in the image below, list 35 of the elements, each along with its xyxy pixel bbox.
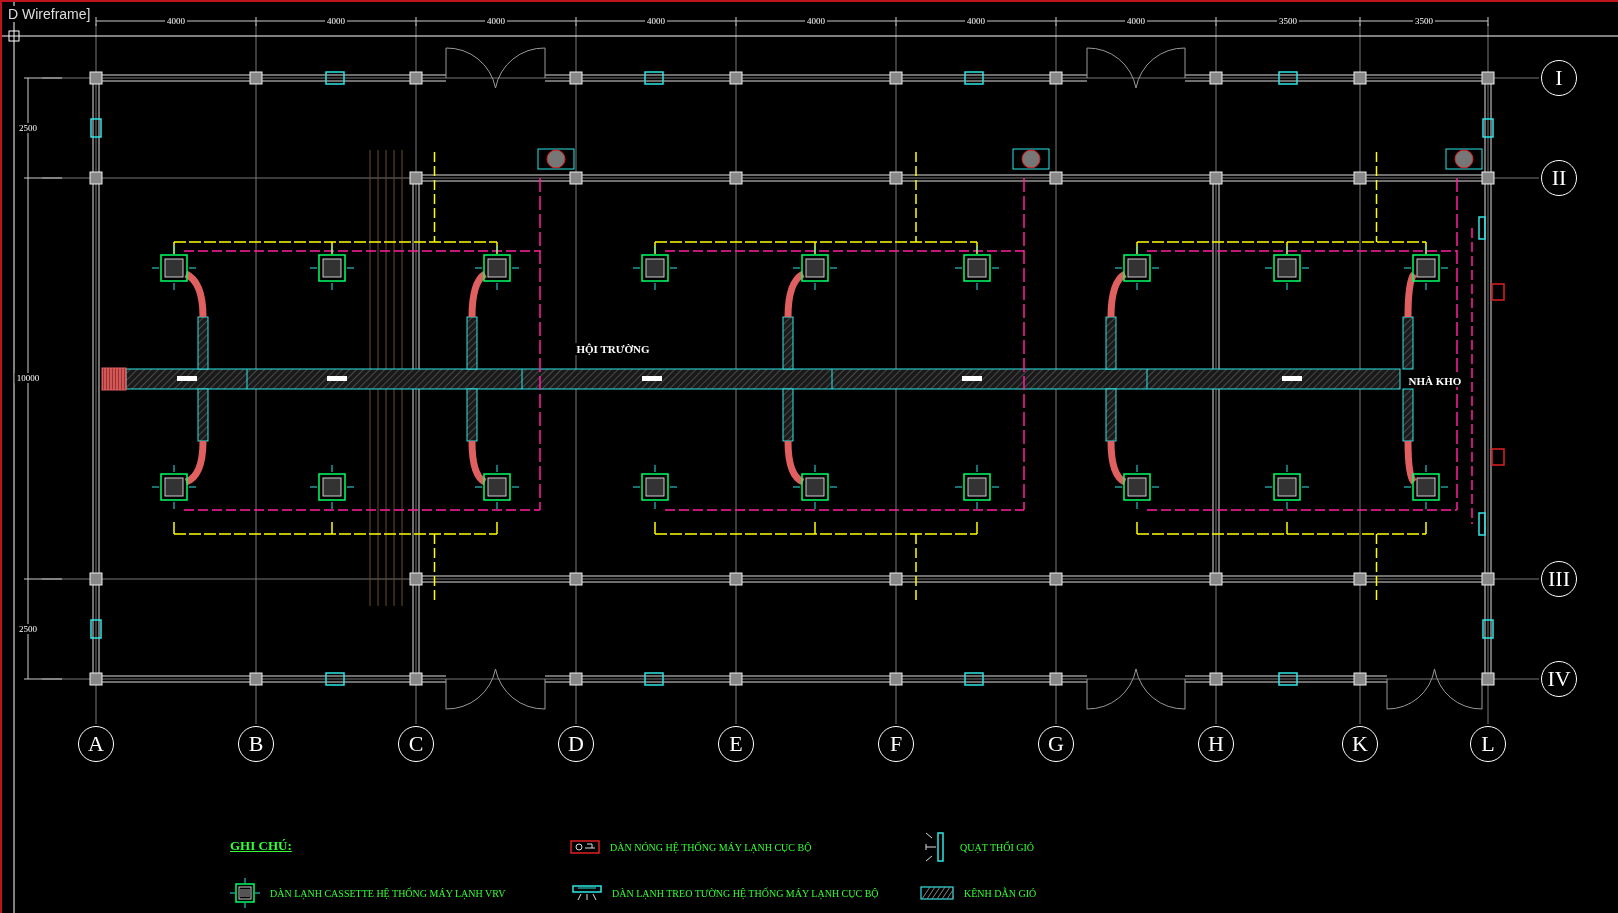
dimension-text: 2500: [17, 624, 39, 634]
grid-axis-bubble: H: [1198, 726, 1234, 762]
grid-axis-bubble: G: [1038, 726, 1074, 762]
grid-axis-bubble: D: [558, 726, 594, 762]
legend-text: DÀN NÓNG HỆ THỐNG MÁY LẠNH CỤC BỘ: [610, 841, 812, 853]
grid-axis-bubble: A: [78, 726, 114, 762]
dimension-text: 4000: [1125, 16, 1147, 26]
grid-axis-bubble: K: [1342, 726, 1378, 762]
legend-text: DÀN LẠNH CASSETTE HỆ THỐNG MÁY LẠNH VRV: [270, 887, 506, 899]
grid-axis-bubble: L: [1470, 726, 1506, 762]
dimension-text: 10000: [14, 373, 42, 383]
grid-axis-bubble: E: [718, 726, 754, 762]
dimension-text: 2500: [17, 123, 39, 133]
grid-axis-bubble: II: [1541, 160, 1577, 196]
room-label: NHÀ KHO: [1406, 375, 1464, 387]
dimension-text: 4000: [805, 16, 827, 26]
legend-text: KÊNH DẪN GIÓ: [964, 887, 1037, 899]
grid-axis-bubble: I: [1541, 60, 1577, 96]
dimension-text: 4000: [485, 16, 507, 26]
dimension-text: 4000: [165, 16, 187, 26]
legend-heading: GHI CHÚ:: [228, 838, 294, 854]
room-label: HỘI TRƯỜNG: [574, 343, 652, 355]
dimension-text: 4000: [325, 16, 347, 26]
viewport-label: D Wireframe]: [6, 6, 93, 22]
dimension-text: 3500: [1277, 16, 1299, 26]
dimension-text: 3500: [1413, 16, 1435, 26]
grid-axis-bubble: C: [398, 726, 434, 762]
grid-axis-bubble: III: [1541, 561, 1577, 597]
legend-text: QUẠT THỔI GIÓ: [960, 841, 1035, 853]
dimension-text: 4000: [965, 16, 987, 26]
grid-axis-bubble: IV: [1541, 661, 1577, 697]
grid-axis-bubble: B: [238, 726, 274, 762]
dimension-text: 4000: [645, 16, 667, 26]
grid-axis-bubble: F: [878, 726, 914, 762]
legend-text: DÀN LẠNH TREO TƯỜNG HỆ THỐNG MÁY LẠNH CỤC BỘ: [612, 887, 879, 899]
